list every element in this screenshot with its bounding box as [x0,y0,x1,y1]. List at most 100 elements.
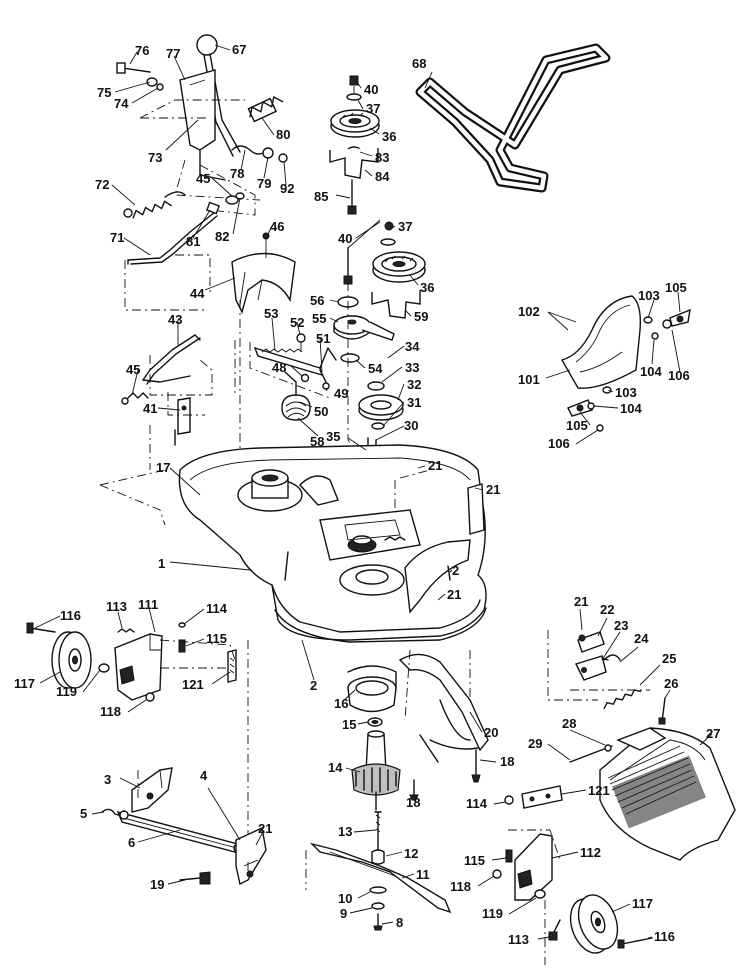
callout-5: 5 [80,806,87,821]
spring-72 [123,191,186,219]
callout-114b: 114 [466,796,488,811]
callout-4: 4 [200,768,208,783]
callout-71: 71 [110,230,124,245]
callout-116a: 116 [60,608,81,623]
callout-52: 52 [290,315,304,330]
gauge-wheel-right [492,785,653,965]
callout-40a: 40 [364,82,378,97]
callout-12: 12 [404,846,418,861]
callout-72: 72 [95,177,109,192]
callout-21e: 21 [574,594,588,609]
callout-114a: 114 [206,601,228,616]
callout-40b: 40 [338,231,352,246]
callout-21d: 21 [258,821,272,836]
callout-41: 41 [143,401,157,416]
callout-49: 49 [334,386,348,401]
callout-36b: 36 [420,280,434,295]
callout-28: 28 [562,716,576,731]
callout-26: 26 [664,676,678,691]
callout-118b: 118 [450,879,471,894]
callout-13: 13 [338,824,352,839]
callout-45a: 45 [196,171,210,186]
spindle-assembly [347,649,489,811]
callout-106a: 106 [668,368,690,383]
callout-118a: 118 [100,704,121,719]
callout-103b: 103 [615,385,637,400]
shield-101 [560,295,691,432]
callout-117a: 117 [14,676,35,691]
callout-43: 43 [168,312,182,327]
callout-34: 34 [405,339,420,354]
callout-30: 30 [404,418,418,433]
callout-17: 17 [156,460,170,475]
callout-92: 92 [280,181,294,196]
callout-116b: 116 [654,929,675,944]
pulley-36-lower [333,219,426,476]
callout-54: 54 [368,361,383,376]
callout-121b: 121 [588,783,610,798]
callout-78: 78 [230,166,244,181]
callout-55: 55 [312,311,326,326]
callout-113a: 113 [106,599,127,614]
callout-10: 10 [338,891,352,906]
callout-6: 6 [128,835,135,850]
callout-119a: 119 [56,684,77,699]
blade-assembly [305,811,452,931]
callout-21a: 21 [428,458,442,473]
callout-44: 44 [190,286,205,301]
callout-23: 23 [614,618,628,633]
callout-37a: 37 [366,101,380,116]
callout-8: 8 [396,915,403,930]
callout-56: 56 [310,293,324,308]
callout-121a: 121 [182,677,204,692]
callout-67: 67 [232,42,246,57]
callout-11: 11 [416,867,430,882]
callout-2b: 2 [310,678,317,693]
callout-74: 74 [114,96,129,111]
callout-77: 77 [166,46,180,61]
callout-18a: 18 [500,754,514,769]
callout-15: 15 [342,717,356,732]
callout-35: 35 [326,429,340,444]
callout-103a: 103 [638,288,660,303]
callout-3: 3 [104,772,111,787]
callout-53: 53 [264,306,278,321]
callout-75: 75 [97,85,111,100]
callout-48: 48 [272,360,286,375]
callout-85: 85 [314,189,328,204]
callout-18b: 18 [406,795,420,810]
rod-71 [124,192,245,311]
callout-16: 16 [334,696,348,711]
callout-36a: 36 [382,129,396,144]
callout-51: 51 [316,331,330,346]
pulley-36-upper [329,75,380,215]
belt-68 [415,43,611,193]
callout-21b: 21 [486,482,500,497]
callout-50: 50 [314,404,328,419]
callout-101: 101 [518,372,540,387]
callout-24: 24 [634,631,649,646]
callout-29: 29 [528,736,542,751]
callout-1: 1 [158,556,165,571]
callout-32: 32 [407,377,421,392]
callout-21c: 21 [447,587,461,602]
callout-22: 22 [600,602,614,617]
callout-84: 84 [375,169,390,184]
callout-83: 83 [375,150,389,165]
lift-lever-assembly [116,34,288,216]
callout-82: 82 [215,229,229,244]
callout-27: 27 [706,726,720,741]
idler-spring-assembly [249,333,337,421]
callout-79: 79 [257,176,271,191]
callout-115a: 115 [206,631,227,646]
callout-104b: 104 [620,401,642,416]
discharge-chute [547,630,736,861]
callout-106b: 106 [548,436,570,451]
callout-9: 9 [340,906,347,921]
callout-117b: 117 [632,896,653,911]
callout-19: 19 [150,877,164,892]
callout-37b: 37 [398,219,412,234]
gauge-wheel-left [26,622,249,860]
callout-76: 76 [135,43,149,58]
